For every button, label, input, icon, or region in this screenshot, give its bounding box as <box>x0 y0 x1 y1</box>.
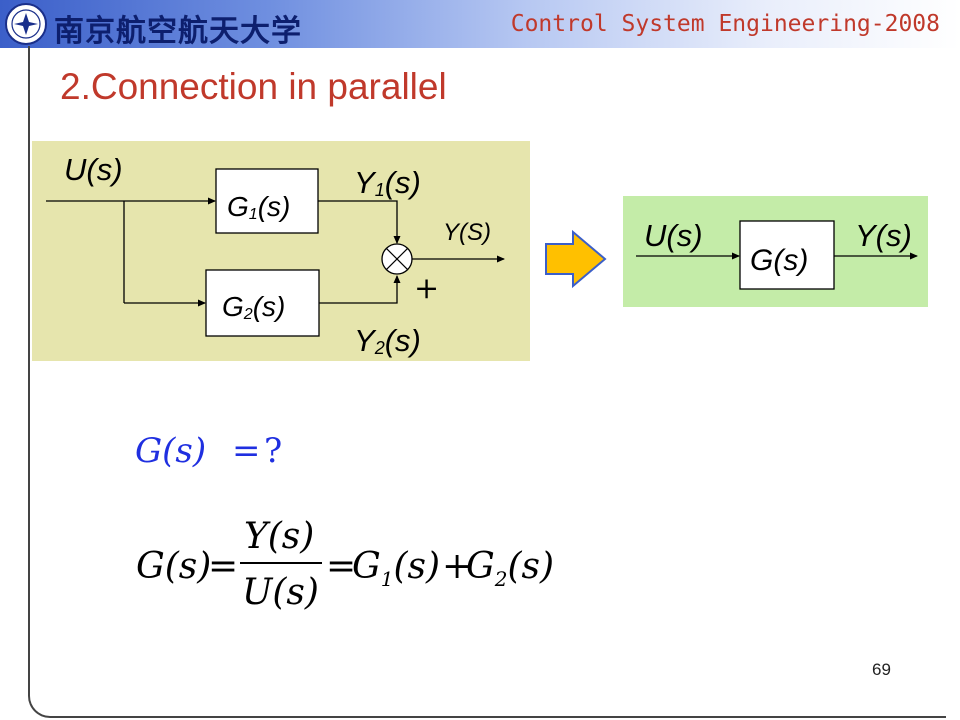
question-lhs: G(s) <box>135 431 206 471</box>
g2-block-label: G2(s) <box>222 291 285 323</box>
result-equals-2: = <box>326 546 356 587</box>
fraction-denominator: U(s) <box>242 572 319 613</box>
course-title: Control System Engineering-2008 <box>510 11 940 37</box>
result-lhs: G(s) <box>136 546 211 587</box>
input-label: U(s) <box>64 152 123 187</box>
question-equation: G(s) = ? <box>135 431 282 471</box>
g2-block <box>205 269 320 337</box>
y2-label: Y2(s) <box>354 323 421 358</box>
term-g1: G1(s) <box>352 546 440 591</box>
page-number: 69 <box>872 660 891 679</box>
page-title: 2.Connection in parallel <box>60 66 447 107</box>
g1-block <box>215 168 319 234</box>
result-equation: G(s) = Y(s) U(s) = G1(s) + G2(s) <box>136 516 554 613</box>
summing-junction-icon <box>381 243 413 275</box>
g1-output-line <box>318 200 401 244</box>
plus-sign: + <box>414 271 439 306</box>
result-equals-1: = <box>208 546 238 587</box>
university-seal-icon <box>5 3 47 45</box>
g-block-label: G(s) <box>750 244 808 277</box>
parallel-diagram: G1(s) G2(s) U(s) Y1(s) Y2(s) Y(S) + <box>32 141 530 361</box>
question-rhs: ? <box>264 431 282 471</box>
slide-frame <box>28 46 946 718</box>
fraction-numerator: Y(s) <box>244 516 314 557</box>
equivalent-input-label: U(s) <box>644 218 703 253</box>
result-plus: + <box>442 546 472 587</box>
equivalent-output-label: Y(s) <box>855 218 912 253</box>
equivalent-diagram: U(s) G(s) Y(s) <box>623 196 928 307</box>
header-bar <box>0 0 960 48</box>
g2-output-line <box>319 275 401 304</box>
right-arrow-icon <box>545 229 607 289</box>
university-name: 南京航空航天大学 <box>54 14 302 49</box>
y1-label: Y1(s) <box>354 165 421 200</box>
sum-output-label: Y(S) <box>443 219 491 246</box>
g-block <box>739 220 835 290</box>
g1-block-label: G1(s) <box>227 191 290 223</box>
term-g2: G2(s) <box>466 546 554 591</box>
question-equals: = <box>232 431 261 471</box>
